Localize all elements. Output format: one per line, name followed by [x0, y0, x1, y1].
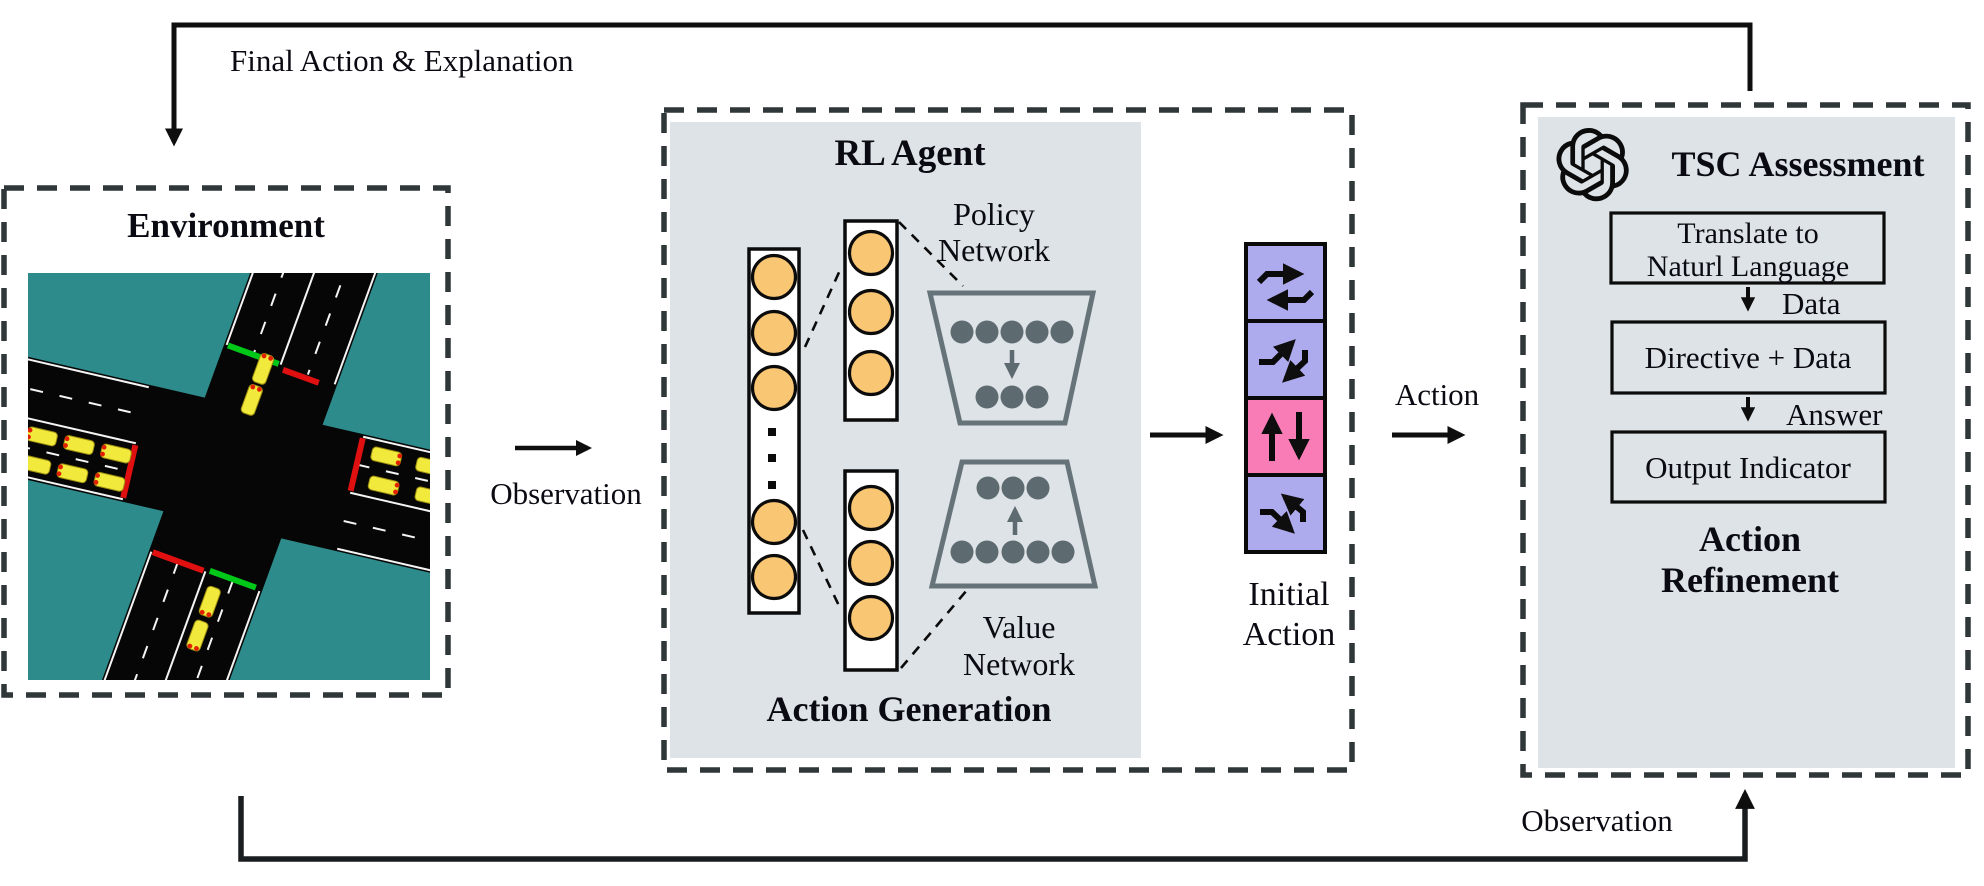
phase-north-south-through-icon [1244, 396, 1327, 477]
phase-diagonal-ne-sw-icon [1244, 319, 1327, 400]
rl-agent-title: RL Agent [834, 133, 986, 174]
value-network-icon [928, 459, 1099, 589]
policy-network-label: Policy Network [938, 196, 1050, 268]
observation-feedback-arrow [238, 789, 1755, 862]
phase-diagonal-se-nw-icon [1244, 473, 1327, 554]
tsc-assessment-box [1520, 102, 1971, 778]
tsc-assessment-title: TSC Assessment [1671, 144, 1925, 184]
output-step-box [1610, 430, 1887, 504]
car-icon [186, 585, 221, 652]
car-icon [240, 353, 275, 416]
observation-right-label: Observation [1521, 803, 1673, 838]
directive-step-box [1610, 320, 1887, 395]
neuron-icon [750, 229, 895, 642]
input-layer [747, 247, 801, 615]
action-arrow-label: Action [1394, 377, 1480, 412]
ellipsis-dots-icon [768, 428, 776, 489]
action-refinement-caption: Action Refinement [1661, 519, 1839, 600]
tsc-flow-graphic [1609, 211, 1887, 504]
action-generation-caption: Action Generation [766, 689, 1052, 729]
value-network-label: Value Network [963, 609, 1075, 682]
output-step-label: Output Indicator [1645, 450, 1851, 485]
car-icon [28, 426, 132, 492]
policy-network-icon [926, 290, 1097, 426]
translate-step-label: Translate to Naturl Language [1646, 217, 1850, 283]
answer-label: Answer [1786, 397, 1883, 432]
translate-step-box [1609, 211, 1886, 285]
openai-logo-icon [1556, 128, 1629, 202]
initial-action-column [1244, 242, 1327, 554]
environment-box [1, 185, 451, 698]
traffic-intersection-image [28, 273, 430, 680]
directive-step-label: Directive + Data [1644, 340, 1852, 375]
observation-left-label: Observation [490, 476, 642, 511]
final-action-feedback-arrow [165, 22, 1753, 147]
rl-agent-box [661, 107, 1355, 773]
phase-east-west-through-icon [1244, 242, 1327, 323]
neural-network-graphic [747, 219, 1099, 672]
environment-title: Environment [127, 206, 325, 245]
car-icon [367, 446, 430, 507]
tsc-panel [1538, 117, 1955, 768]
final-action-label: Final Action & Explanation [230, 43, 574, 78]
data-label: Data [1782, 286, 1841, 321]
initial-action-label: Initial Action [1242, 576, 1336, 653]
